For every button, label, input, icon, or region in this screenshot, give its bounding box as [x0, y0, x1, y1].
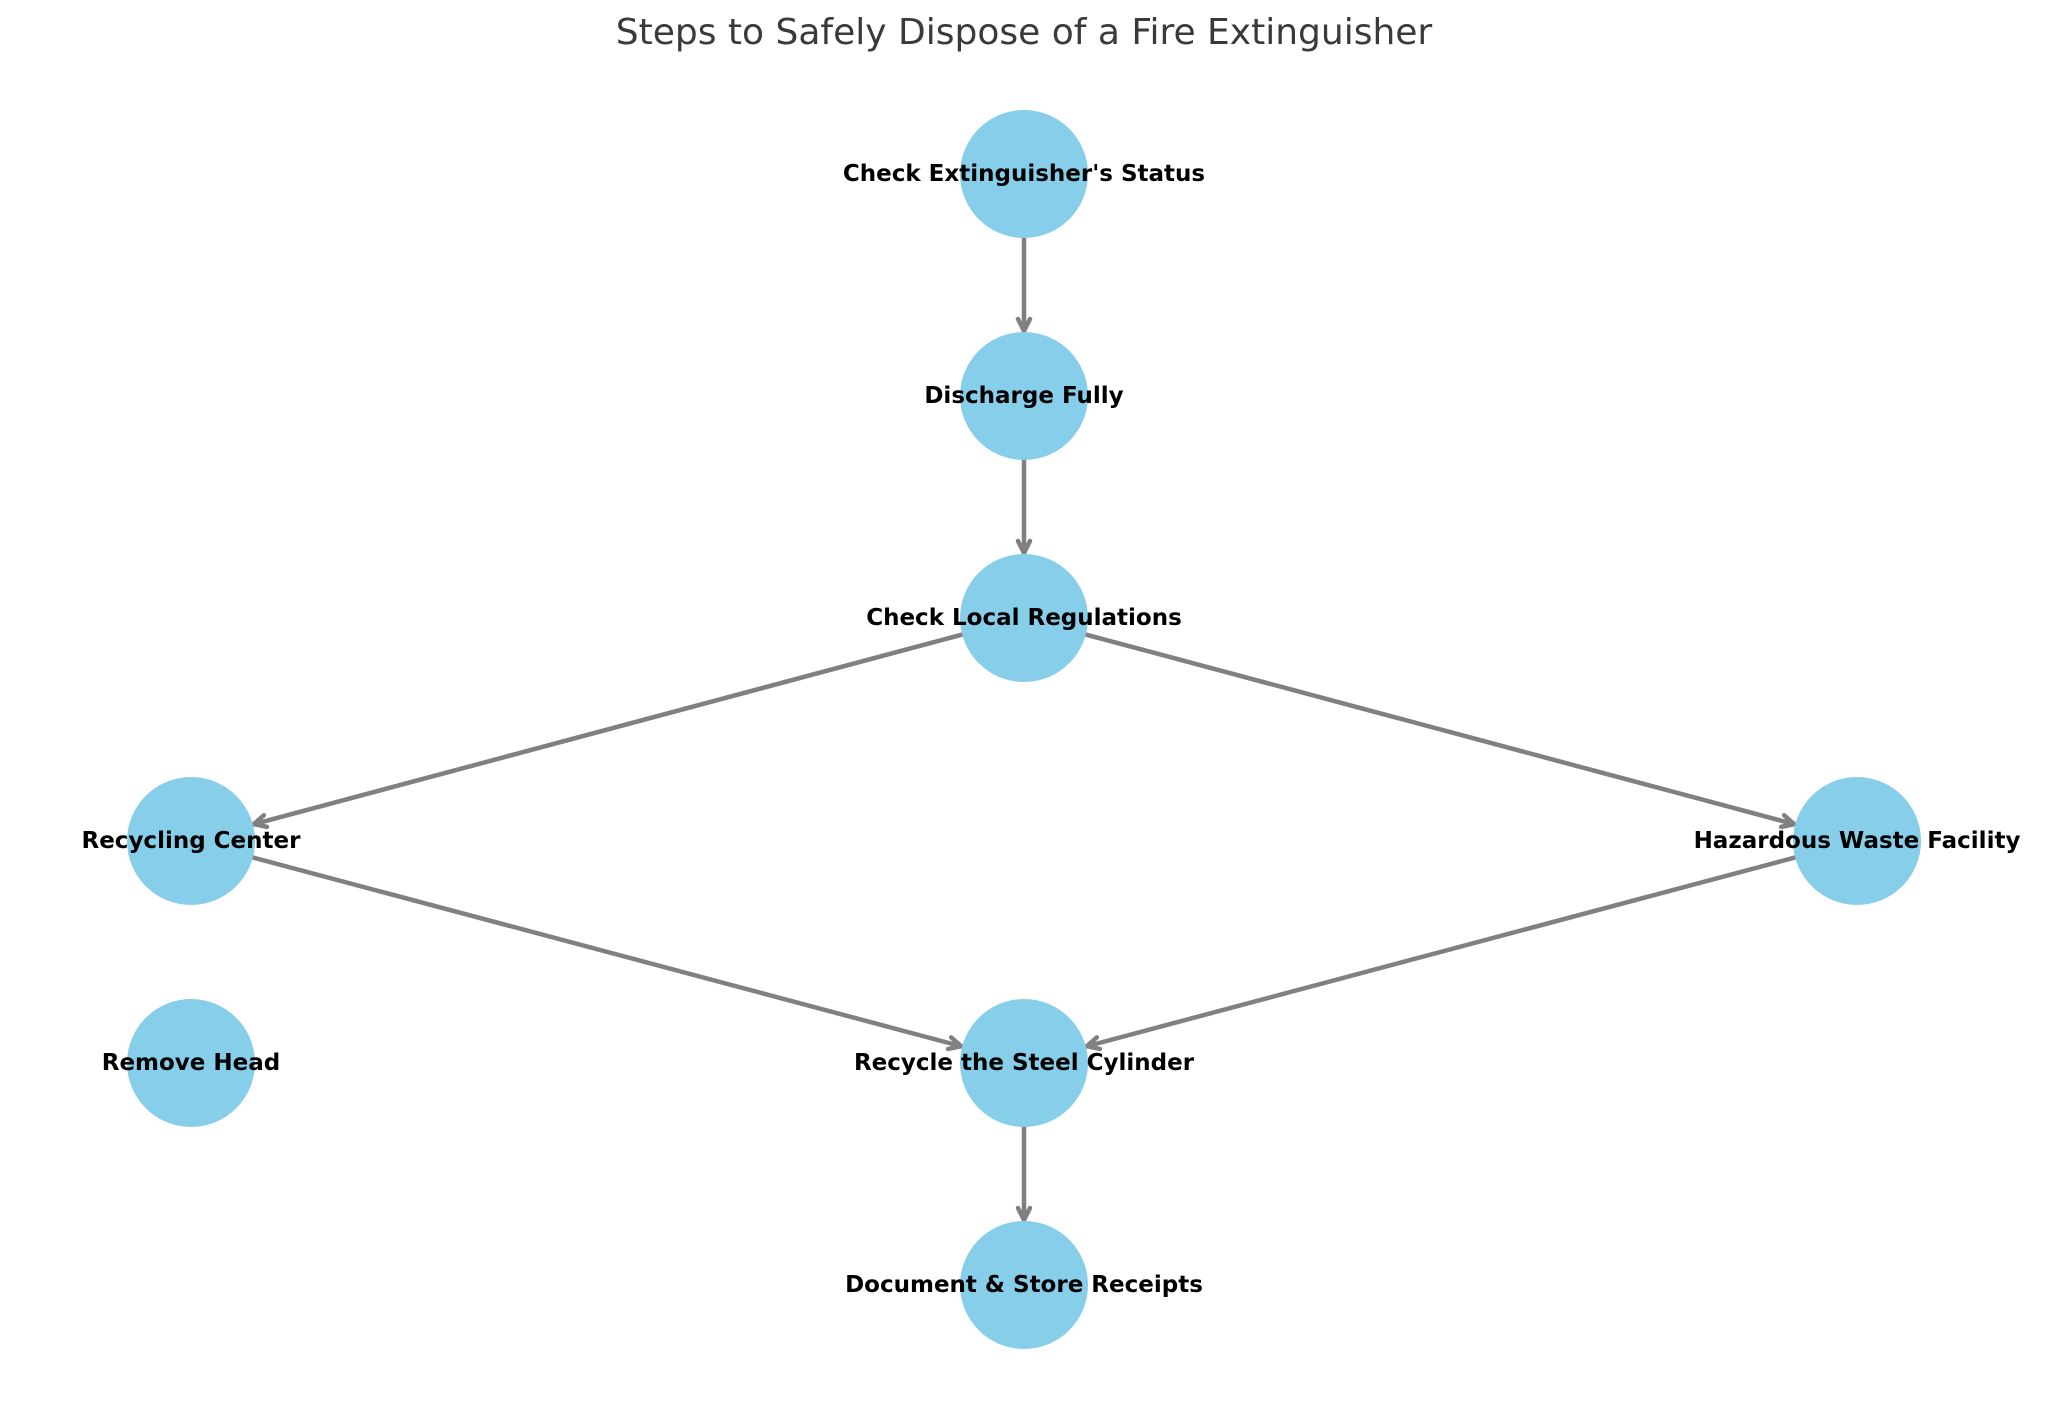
node-recycle-cylinder: Recycle the Steel Cylinder: [854, 999, 1195, 1127]
node-circle: [960, 332, 1088, 460]
node-circle: [127, 999, 255, 1127]
node-label: Hazardous Waste Facility: [1694, 828, 2021, 854]
node-label: Remove Head: [102, 1050, 281, 1076]
arrowhead-icon: [1015, 538, 1033, 559]
edges-layer: [248, 235, 1800, 1226]
node-label: Recycle the Steel Cylinder: [854, 1050, 1195, 1076]
node-document: Document & Store Receipts: [845, 1221, 1203, 1349]
edge-recycle-cylinder-to-document: [1015, 1124, 1033, 1226]
node-regulations: Check Local Regulations: [866, 554, 1182, 682]
node-circle: [960, 999, 1088, 1127]
edge-check-status-to-discharge: [1015, 235, 1033, 337]
node-circle: [960, 554, 1088, 682]
node-circle: [960, 110, 1088, 238]
node-circle: [960, 1221, 1088, 1349]
node-hazardous-waste: Hazardous Waste Facility: [1694, 777, 2021, 905]
node-label: Check Extinguisher's Status: [843, 161, 1205, 187]
edge-line: [250, 855, 962, 1048]
arrowhead-icon: [248, 813, 270, 830]
arrowhead-icon: [1081, 1035, 1103, 1052]
edge-line: [253, 632, 965, 826]
arrowhead-icon: [945, 1035, 967, 1052]
arrowhead-icon: [1015, 316, 1033, 337]
edge-hazardous-waste-to-recycle-cylinder: [1081, 855, 1798, 1052]
node-label: Check Local Regulations: [866, 605, 1182, 631]
node-remove-head: Remove Head: [102, 999, 281, 1127]
diagram-title: Steps to Safely Dispose of a Fire Exting…: [616, 12, 1433, 53]
node-discharge: Discharge Fully: [924, 332, 1124, 460]
node-circle: [1793, 777, 1921, 905]
node-check-status: Check Extinguisher's Status: [843, 110, 1205, 238]
node-circle: [127, 777, 255, 905]
edge-regulations-to-hazardous-waste: [1083, 632, 1800, 830]
arrowhead-icon: [1015, 1205, 1033, 1226]
edge-regulations-to-recycling-center: [248, 632, 965, 830]
edge-line: [1083, 632, 1795, 826]
node-label: Discharge Fully: [924, 383, 1123, 409]
node-label: Recycling Center: [82, 828, 302, 854]
arrowhead-icon: [1778, 813, 1800, 830]
edge-line: [1086, 855, 1798, 1048]
edge-recycling-center-to-recycle-cylinder: [250, 855, 967, 1052]
edge-discharge-to-regulations: [1015, 457, 1033, 559]
node-label: Document & Store Receipts: [845, 1272, 1203, 1298]
node-recycling-center: Recycling Center: [82, 777, 302, 905]
